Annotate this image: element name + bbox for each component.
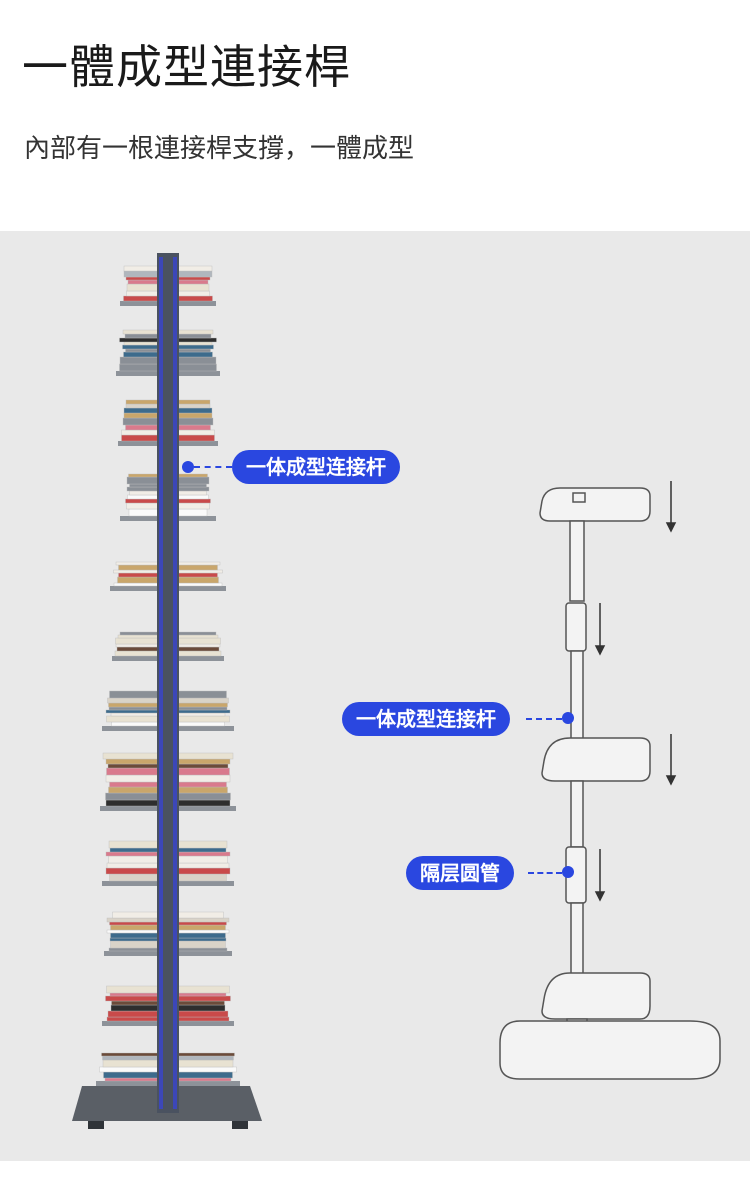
callout-tube: 隔层圆管 (406, 856, 514, 890)
callout-line-tube (528, 872, 562, 874)
callout-rod-right: 一体成型连接杆 (342, 702, 510, 736)
product-illustration-panel: 一体成型连接杆 一体成型连接杆 隔层圆管 (0, 231, 750, 1161)
bookshelf-tower-illustration (72, 253, 262, 1129)
callout-dot-tube (562, 866, 574, 878)
product-illustration (72, 253, 721, 1129)
callout-line-right (526, 718, 562, 720)
assembly-arrows (594, 481, 677, 902)
page-subtitle: 內部有一根連接桿支撐，一體成型 (24, 134, 415, 164)
page-title: 一體成型連接桿 (22, 40, 351, 94)
callout-dot-left (182, 461, 194, 473)
callout-rod-left: 一体成型连接杆 (232, 450, 400, 484)
callout-line-left (194, 466, 232, 468)
exploded-rod-diagram (499, 487, 721, 1080)
callout-dot-right (562, 712, 574, 724)
